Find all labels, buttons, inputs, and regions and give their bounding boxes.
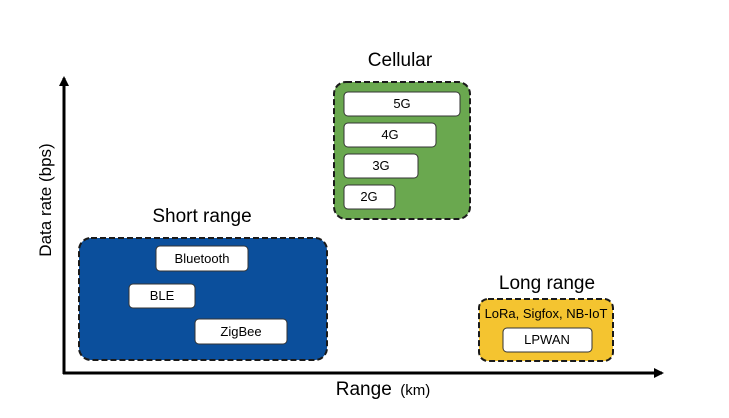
long-range-subtitle: LoRa, Sigfox, NB-IoT: [485, 306, 608, 321]
x-axis-unit: (km): [400, 382, 430, 399]
cellular-item-2g: 2G: [343, 184, 396, 210]
y-axis-label: Data rate (bps): [36, 143, 55, 256]
cellular-item-3g: 3G: [343, 153, 419, 179]
cellular-group: Cellular 5G 4G 3G 2G: [333, 50, 471, 220]
item-box: [343, 122, 437, 148]
item-box: [128, 283, 196, 309]
item-label: 2G: [360, 189, 377, 204]
item-box: [155, 245, 249, 272]
short-range-item-ble: BLE: [128, 283, 196, 309]
item-label: ZigBee: [220, 324, 261, 339]
item-label: 4G: [381, 127, 398, 142]
short-range-title: Short range: [152, 206, 251, 227]
short-range-group: Short range Bluetooth BLE ZigBee: [78, 206, 328, 361]
cellular-item-5g: 5G: [343, 91, 461, 117]
short-range-item-zigbee: ZigBee: [194, 318, 288, 345]
item-label: 3G: [372, 158, 389, 173]
item-box: [343, 91, 461, 117]
cellular-item-4g: 4G: [343, 122, 437, 148]
short-range-item-bluetooth: Bluetooth: [155, 245, 249, 272]
item-label: LPWAN: [524, 332, 570, 347]
item-box: [502, 327, 593, 353]
item-label: BLE: [150, 288, 175, 303]
x-axis-label: Range (km): [336, 379, 430, 400]
long-range-title: Long range: [499, 273, 595, 294]
x-axis-label-text: Range: [336, 379, 392, 400]
cellular-title: Cellular: [368, 50, 433, 71]
item-box: [194, 318, 288, 345]
long-range-group: Long range LoRa, Sigfox, NB-IoT LPWAN: [478, 273, 614, 362]
item-label: 5G: [393, 96, 410, 111]
item-box: [343, 184, 396, 210]
item-box: [343, 153, 419, 179]
item-label: Bluetooth: [175, 251, 230, 266]
long-range-item-lpwan: LPWAN: [502, 327, 593, 353]
